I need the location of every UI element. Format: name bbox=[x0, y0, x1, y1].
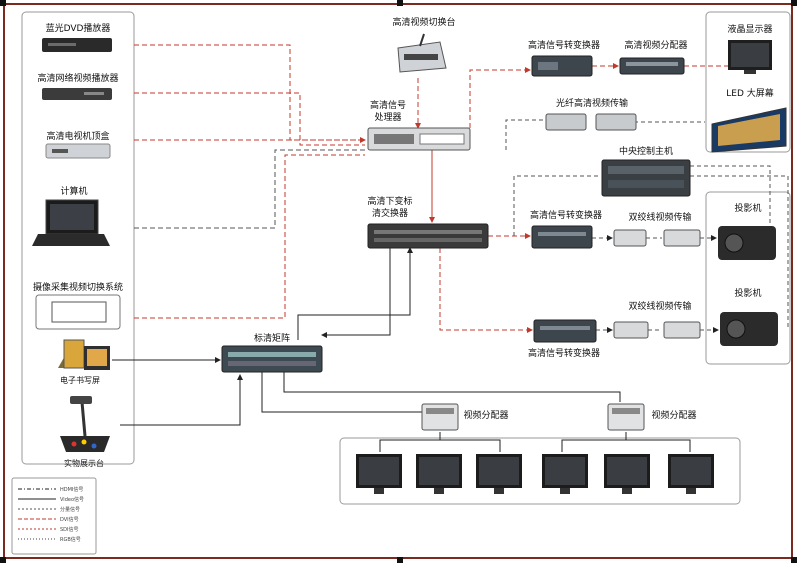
label-e-whiteboard: 电子书写屏 bbox=[60, 375, 100, 385]
hd-network-player-icon bbox=[42, 88, 112, 100]
label-hd-distributor: 高清视频分配器 bbox=[624, 39, 687, 51]
projector-icon bbox=[720, 312, 778, 346]
sd-matrix-icon bbox=[221, 345, 323, 373]
hd-converter-mid-icon bbox=[531, 225, 593, 249]
label-twisted-pair-1: 双绞线视频传输 bbox=[628, 211, 691, 223]
resize-handle-tr[interactable] bbox=[791, 0, 797, 6]
hd-signal-processor-icon bbox=[367, 127, 471, 151]
label-lcd-display: 液晶显示器 bbox=[727, 23, 772, 35]
signal-line bbox=[321, 248, 391, 338]
legend-label: 分量信号 bbox=[60, 506, 80, 513]
monitor-icon bbox=[604, 454, 650, 494]
signal-line bbox=[134, 154, 365, 319]
signal-line bbox=[134, 149, 365, 229]
hd-down-converter-icon bbox=[367, 223, 489, 249]
signal-line bbox=[690, 175, 789, 330]
label-hd-converter-mid: 高清信号转变换器 bbox=[530, 209, 602, 221]
label-projector-2: 投影机 bbox=[734, 287, 761, 299]
e-whiteboard-icon bbox=[58, 339, 110, 370]
laptop-icon bbox=[32, 199, 110, 246]
legend-label: RGB信号 bbox=[60, 536, 81, 543]
label-hd-tv-box: 高清电视机顶盒 bbox=[46, 130, 109, 142]
monitor-icon bbox=[668, 454, 714, 494]
signal-line bbox=[134, 92, 365, 146]
resize-handle-tl[interactable] bbox=[0, 0, 6, 6]
hd-converter-bot-icon bbox=[533, 319, 597, 343]
label-hd-processor-2: 处理器 bbox=[374, 111, 401, 123]
led-screen-icon bbox=[711, 107, 787, 153]
resize-handle-bm[interactable] bbox=[397, 557, 403, 563]
central-control-icon bbox=[601, 159, 691, 197]
signal-line bbox=[283, 372, 621, 402]
legend-label: HDMI信号 bbox=[60, 486, 83, 493]
monitor-icon bbox=[542, 454, 588, 494]
signal-line bbox=[505, 119, 545, 150]
monitor-icon bbox=[476, 454, 522, 494]
video-distributor-icon bbox=[607, 403, 645, 431]
fiber-transceiver-icon bbox=[545, 113, 637, 131]
signal-line bbox=[469, 67, 531, 128]
monitor-icon bbox=[416, 454, 462, 494]
label-hd-processor-1: 高清信号 bbox=[370, 99, 406, 111]
legend-label: SDI信号 bbox=[60, 526, 79, 533]
label-hd-converter-top: 高清信号转变换器 bbox=[528, 39, 600, 51]
signal-line bbox=[439, 248, 533, 333]
label-camera-system: 摄像采集视频切换系统 bbox=[33, 281, 123, 293]
signal-line bbox=[120, 374, 243, 426]
twisted-pair-tx-icon bbox=[613, 229, 701, 247]
resize-handle-tm[interactable] bbox=[397, 0, 403, 6]
label-video-dist-2: 视频分配器 bbox=[651, 409, 696, 421]
label-twisted-pair-2: 双绞线视频传输 bbox=[628, 300, 691, 312]
label-bluray-dvd: 蓝光DVD播放器 bbox=[46, 22, 111, 34]
label-central-control: 中央控制主机 bbox=[619, 145, 673, 157]
hd-distributor-icon bbox=[619, 57, 685, 75]
label-projector-1: 投影机 bbox=[734, 202, 761, 214]
label-fiber-transport: 光纤高清视频传输 bbox=[556, 97, 628, 109]
hd-video-switcher-icon bbox=[397, 33, 447, 73]
label-hd-downconv-2: 清交换器 bbox=[372, 207, 408, 219]
label-video-dist-1: 视频分配器 bbox=[463, 409, 508, 421]
label-hd-converter-bot: 高清信号转变换器 bbox=[528, 347, 600, 359]
label-hd-net-player: 高清网络视频播放器 bbox=[37, 72, 118, 84]
label-hd-downconv-1: 高清下变标 bbox=[367, 195, 412, 207]
hd-converter-top-icon bbox=[531, 55, 593, 77]
legend-label: Video信号 bbox=[60, 496, 84, 503]
label-sd-matrix: 标清矩阵 bbox=[254, 332, 290, 344]
legend-label: DVI信号 bbox=[60, 516, 79, 523]
resize-handle-br[interactable] bbox=[791, 557, 797, 563]
legend-panel bbox=[11, 477, 97, 555]
twisted-pair-tx-icon bbox=[613, 321, 701, 339]
signal-line bbox=[261, 372, 422, 413]
lcd-monitor-icon bbox=[728, 40, 772, 74]
label-visualizer: 实物展示台 bbox=[64, 458, 104, 468]
legend: HDMI信号 Video信号 分量信号 DVI信号 SDI信号 RGB信号 bbox=[18, 486, 84, 543]
camera-system-icon bbox=[35, 294, 121, 330]
video-distributor-icon bbox=[421, 403, 459, 431]
signal-line bbox=[297, 247, 413, 340]
label-computer: 计算机 bbox=[60, 185, 87, 197]
label-hd-switcher: 高清视频切换台 bbox=[392, 16, 455, 28]
label-led-screen: LED 大屏幕 bbox=[726, 87, 774, 99]
projector-icon bbox=[718, 226, 776, 260]
signal-line bbox=[513, 175, 600, 236]
bluray-dvd-player-icon bbox=[42, 38, 112, 52]
monitor-icon bbox=[356, 454, 402, 494]
hd-tv-box-icon bbox=[45, 143, 111, 159]
visualizer-icon bbox=[60, 396, 110, 452]
resize-handle-bl[interactable] bbox=[0, 557, 6, 563]
